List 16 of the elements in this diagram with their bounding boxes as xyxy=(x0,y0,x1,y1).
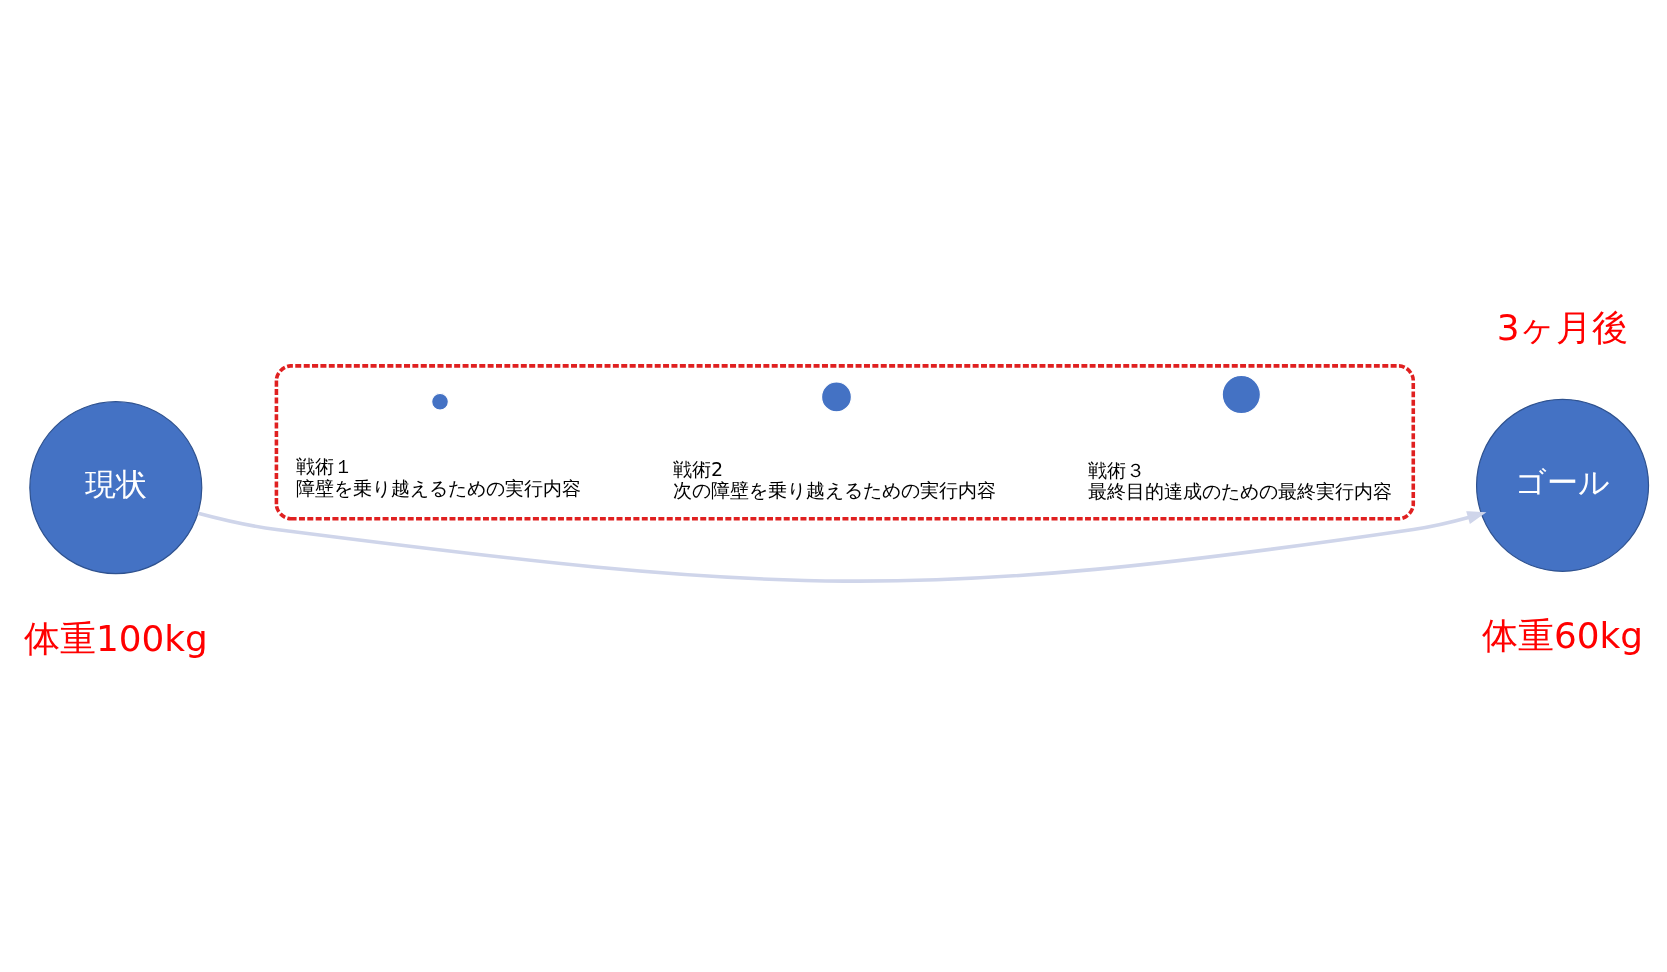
cluster xyxy=(274,363,1416,521)
node-label: 戦術１ xyxy=(295,454,353,478)
node-circle xyxy=(820,380,852,412)
node-label: 最終目的達成のための最終実行内容 xyxy=(1088,479,1393,503)
label: 3ヶ月後 xyxy=(1496,306,1629,348)
node-label: 戦術2 xyxy=(672,457,724,481)
node-label: 戦術３ xyxy=(1088,458,1146,482)
node-label: 体重60kg xyxy=(1482,614,1644,656)
node-circle xyxy=(431,392,449,411)
node-label: 体重100kg xyxy=(23,617,208,659)
node-label: 次の障壁を乗り越えるための実行内容 xyxy=(672,478,996,502)
arrow xyxy=(197,510,1487,583)
node-circle: ゴール xyxy=(1475,398,1650,572)
node-circle: 現状 xyxy=(29,400,203,574)
node-label: 障壁を乗り越えるための実行内容 xyxy=(295,476,581,500)
node-circle xyxy=(1221,374,1261,414)
